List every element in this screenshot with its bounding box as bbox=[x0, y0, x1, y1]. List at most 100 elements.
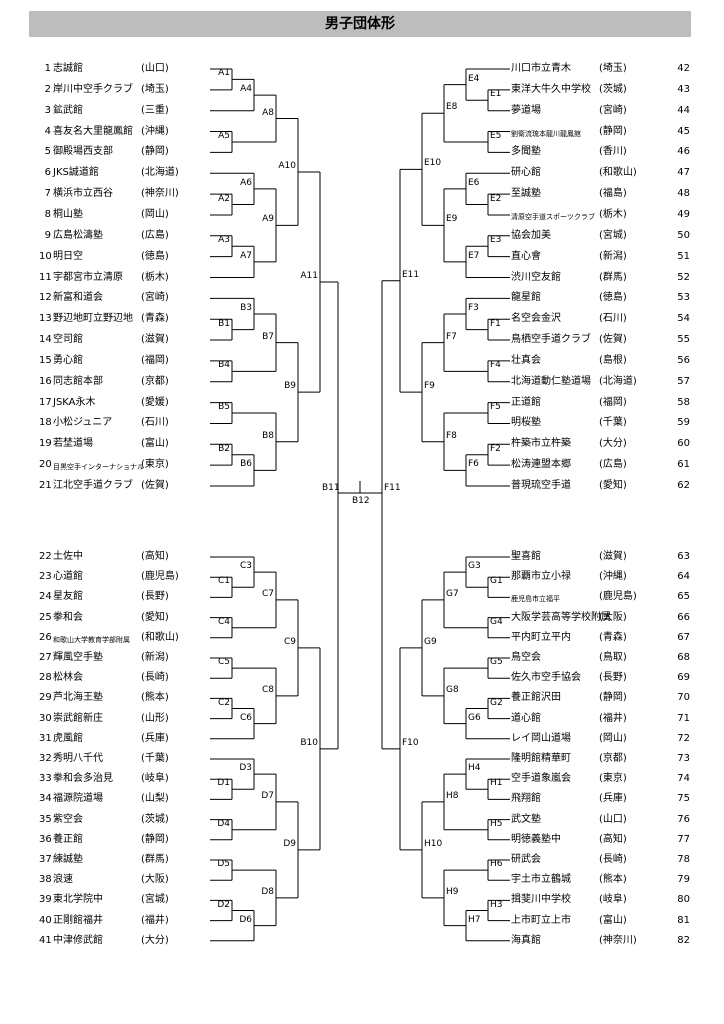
team-prefecture: (鹿児島) bbox=[141, 571, 179, 583]
match-label-e2: E2 bbox=[490, 193, 502, 204]
team-prefecture: (滋賀) bbox=[599, 551, 627, 562]
match-label-a2: A2 bbox=[218, 193, 230, 204]
team-name: 福源院道場 bbox=[53, 793, 103, 805]
match-label-g8: G8 bbox=[446, 684, 459, 695]
team-name: 御殿場西支部 bbox=[53, 146, 113, 158]
team-prefecture: (神奈川) bbox=[141, 188, 179, 200]
team-prefecture: (広島) bbox=[599, 459, 627, 471]
team-prefecture: (静岡) bbox=[599, 692, 627, 704]
team-prefecture: (佐賀) bbox=[141, 480, 169, 491]
team-name: 多聞塾 bbox=[511, 146, 541, 158]
match-label-b2: B2 bbox=[218, 443, 230, 454]
match-label-a5: A5 bbox=[218, 130, 230, 141]
team-prefecture: (兵庫) bbox=[141, 732, 169, 744]
team-prefecture: (徳島) bbox=[599, 292, 627, 304]
team-number: 13 bbox=[39, 313, 52, 325]
team-name: 江北空手道クラブ bbox=[53, 480, 133, 491]
team-number: 72 bbox=[677, 732, 690, 744]
team-number: 76 bbox=[677, 813, 690, 825]
team-prefecture: (徳島) bbox=[141, 250, 169, 262]
team-number: 78 bbox=[677, 854, 690, 865]
team-number: 59 bbox=[677, 417, 690, 429]
team-name: 桐山塾 bbox=[53, 208, 83, 220]
team-number: 11 bbox=[39, 271, 52, 283]
team-prefecture: (香川) bbox=[599, 146, 627, 158]
team-prefecture: (宮崎) bbox=[141, 292, 169, 304]
match-label-b6: B6 bbox=[240, 459, 252, 470]
match-label-h6: H6 bbox=[490, 859, 503, 870]
team-number: 10 bbox=[39, 250, 52, 262]
team-number: 6 bbox=[44, 167, 51, 179]
team-prefecture: (静岡) bbox=[599, 125, 627, 137]
team-name: 和歌山大学教育学部附属 bbox=[53, 635, 130, 644]
team-prefecture: (栃木) bbox=[599, 208, 627, 220]
match-label-c8: C8 bbox=[261, 684, 274, 695]
match-label-f2: F2 bbox=[490, 443, 501, 454]
team-number: 80 bbox=[677, 894, 690, 906]
team-number: 3 bbox=[44, 104, 51, 116]
match-label-e5: E5 bbox=[490, 130, 502, 141]
team-number: 39 bbox=[39, 894, 52, 906]
match-label-g6: G6 bbox=[468, 712, 481, 723]
team-name: 東北学院中 bbox=[53, 894, 103, 906]
team-number: 51 bbox=[677, 250, 690, 262]
team-name: 渋川空友館 bbox=[511, 271, 561, 283]
match-label-f8: F8 bbox=[446, 430, 457, 441]
team-name: 平内町立平内 bbox=[511, 631, 571, 643]
team-prefecture: (千葉) bbox=[599, 417, 627, 429]
team-number: 37 bbox=[39, 854, 52, 865]
team-number: 24 bbox=[39, 591, 52, 603]
team-number: 36 bbox=[39, 833, 52, 845]
team-prefecture: (兵庫) bbox=[599, 793, 627, 805]
team-prefecture: (新潟) bbox=[599, 250, 627, 262]
team-name: JSKA永木 bbox=[53, 396, 96, 408]
team-name: 川口市立青木 bbox=[511, 63, 571, 74]
team-number: 74 bbox=[677, 773, 690, 785]
team-name: 鳥空会 bbox=[511, 652, 541, 663]
team-number: 21 bbox=[39, 480, 52, 491]
team-number: 34 bbox=[39, 793, 52, 805]
team-name: 道心館 bbox=[511, 712, 541, 724]
team-prefecture: (大分) bbox=[599, 438, 627, 450]
team-number: 38 bbox=[39, 874, 52, 886]
match-label-g9: G9 bbox=[424, 636, 437, 647]
match-label-g2: G2 bbox=[490, 697, 503, 708]
team-name: 空司館 bbox=[53, 334, 83, 346]
team-name: 大阪学芸高等学校附属 bbox=[511, 611, 611, 623]
match-label-h9: H9 bbox=[446, 886, 459, 897]
team-number: 50 bbox=[677, 229, 690, 241]
team-number: 81 bbox=[677, 914, 690, 926]
team-prefecture: (和歌山) bbox=[141, 631, 179, 643]
match-label-c6: C6 bbox=[239, 712, 252, 723]
team-prefecture: (岐阜) bbox=[141, 773, 169, 785]
match-label-e10: E10 bbox=[424, 158, 442, 169]
team-prefecture: (長野) bbox=[599, 672, 627, 684]
team-name: 養正館 bbox=[53, 833, 83, 845]
team-number: 42 bbox=[677, 63, 690, 74]
team-number: 71 bbox=[677, 712, 690, 724]
match-label-d8: D8 bbox=[261, 886, 274, 897]
team-number: 62 bbox=[677, 480, 690, 491]
team-name: 鉱武館 bbox=[53, 104, 83, 116]
match-label-c3: C3 bbox=[239, 561, 252, 572]
team-name: 鹿児島市立福平 bbox=[511, 595, 560, 604]
match-label-f1: F1 bbox=[490, 318, 501, 329]
team-number: 68 bbox=[677, 652, 690, 663]
match-label-h7: H7 bbox=[468, 914, 481, 925]
team-number: 64 bbox=[677, 571, 690, 583]
team-prefecture: (青森) bbox=[141, 313, 169, 325]
team-prefecture: (山梨) bbox=[141, 793, 169, 805]
team-prefecture: (熊本) bbox=[599, 874, 627, 886]
match-label-c2: C2 bbox=[217, 697, 230, 708]
match-label-d3: D3 bbox=[239, 763, 252, 774]
team-number: 23 bbox=[39, 571, 52, 583]
team-number: 16 bbox=[39, 375, 52, 387]
team-prefecture: (沖縄) bbox=[599, 571, 627, 583]
team-prefecture: (福井) bbox=[141, 914, 169, 926]
team-prefecture: (大阪) bbox=[599, 611, 627, 623]
team-prefecture: (京都) bbox=[141, 375, 169, 387]
match-label-d2: D2 bbox=[217, 899, 230, 910]
team-number: 41 bbox=[39, 934, 52, 946]
team-number: 22 bbox=[39, 551, 52, 562]
team-prefecture: (熊本) bbox=[141, 692, 169, 704]
